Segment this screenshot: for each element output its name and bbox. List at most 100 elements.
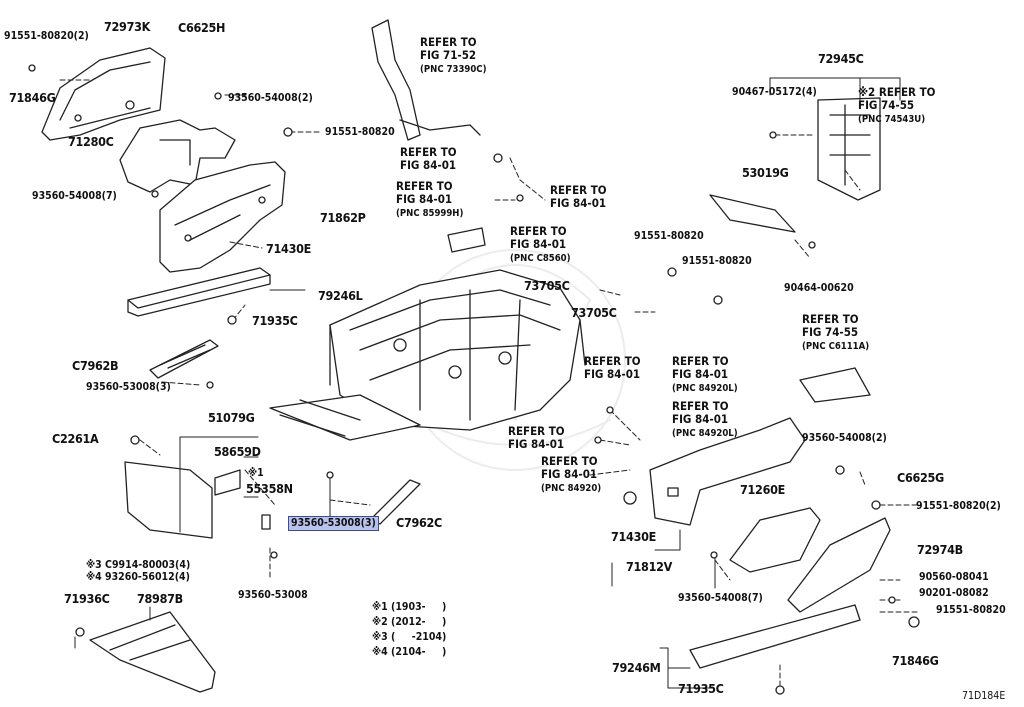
label-93260-56012[interactable]: ※4 93260-56012(4)	[86, 571, 190, 583]
label-C7962C[interactable]: C7962C	[396, 515, 443, 530]
footnote-2: ※2 (2012- )	[372, 616, 447, 628]
part-53019G-bar	[709, 194, 796, 233]
label-90467-05172[interactable]: 90467-05172(4)	[732, 86, 817, 98]
label-91551-80820-a[interactable]: 91551-80820	[325, 126, 395, 138]
label-73705C-b[interactable]: 73705C	[571, 305, 617, 320]
refer-line2: FIG 84-01	[508, 437, 565, 451]
refer-line1: REFER TO	[400, 145, 457, 159]
callout-lines	[74, 77, 901, 689]
part-71862P-cover	[159, 161, 286, 273]
refer-pnc: (PNC C8560)	[510, 253, 571, 264]
label-93560-53008-3-highlighted[interactable]: 93560-53008(3)	[288, 516, 379, 531]
refer-line1: REFER TO	[396, 179, 453, 193]
label-58659D[interactable]: 58659D	[214, 444, 261, 459]
label-C6625G[interactable]: C6625G	[897, 470, 944, 485]
refer-line1: REFER TO	[510, 224, 567, 238]
footnote-4: ※4 (2104- )	[372, 646, 447, 658]
refer-line2: FIG 84-01	[400, 158, 457, 172]
label-93560-54008-2-right[interactable]: 93560-54008(2)	[802, 432, 887, 444]
label-91551-80820-b[interactable]: 91551-80820	[634, 230, 704, 242]
refer-line2: FIG 84-01	[672, 367, 729, 381]
label-91551-80820-c[interactable]: 91551-80820	[682, 255, 752, 267]
label-71430E-top[interactable]: 71430E	[266, 241, 312, 256]
label-71862P[interactable]: 71862P	[320, 210, 366, 225]
label-71936C[interactable]: 71936C	[64, 591, 110, 606]
label-C9914-80003[interactable]: ※3 C9914-80003(4)	[86, 559, 191, 571]
label-55358N[interactable]: 55358N	[246, 481, 293, 496]
label-71935C-bottom[interactable]: 71935C	[678, 681, 724, 696]
refer-line2: FIG 84-01	[550, 196, 607, 210]
seat-frame	[269, 269, 586, 441]
label-71846G-left[interactable]: 71846G	[9, 90, 56, 105]
label-72945C[interactable]: 72945C	[818, 51, 864, 66]
refer-line2: FIG 84-01	[541, 467, 598, 481]
footnotes: ※1 (1903- )※2 (2012- )※3 ( -2104)※4 (210…	[372, 600, 446, 660]
label-90201-08082[interactable]: 90201-08082	[919, 587, 989, 599]
label-71260E[interactable]: 71260E	[740, 482, 786, 497]
label-71846G-right[interactable]: 71846G	[892, 653, 939, 668]
part-51079G-plate	[124, 461, 271, 539]
refer-line1: REFER TO	[541, 454, 598, 468]
label-93560-54008-2-top[interactable]: 93560-54008(2)	[228, 92, 313, 104]
leader-lines	[59, 79, 921, 686]
label-93560-53008-3-left[interactable]: 93560-53008(3)	[86, 381, 171, 393]
refer-line2: FIG 84-01	[672, 412, 729, 426]
refer-pnc: (PNC 73390C)	[420, 64, 487, 75]
label-91551-80820-d[interactable]: 91551-80820	[936, 604, 1006, 616]
label-71812V[interactable]: 71812V	[626, 559, 673, 574]
part-71280C-bracket	[119, 119, 236, 193]
refer-line2: FIG 71-52	[420, 48, 477, 62]
label-79246M[interactable]: 79246M	[612, 660, 661, 675]
refer-line1: REFER TO	[672, 399, 729, 413]
label-71430E-bottom[interactable]: 71430E	[611, 529, 657, 544]
label-71280C[interactable]: 71280C	[68, 134, 114, 149]
label-73705C-a[interactable]: 73705C	[524, 278, 570, 293]
label-90464-00620[interactable]: 90464-00620	[784, 282, 854, 294]
label-93560-53008[interactable]: 93560-53008	[238, 589, 308, 601]
part-73390C-belt	[371, 19, 481, 141]
refer-line1: ※2 REFER TO	[858, 85, 936, 99]
footnote-3: ※3 ( -2104)	[372, 631, 447, 643]
refer-line2: FIG 74-55	[802, 325, 859, 339]
label-53019G[interactable]: 53019G	[742, 165, 789, 180]
refer-line1: REFER TO	[802, 312, 859, 326]
label-C6625H[interactable]: C6625H	[178, 20, 226, 35]
label-78987B[interactable]: 78987B	[137, 591, 183, 606]
refer-line1: REFER TO	[508, 424, 565, 438]
part-79246M-rail	[689, 604, 861, 669]
refer-line1: REFER TO	[584, 354, 641, 368]
refer-pnc: (PNC 84920L)	[672, 428, 738, 439]
label-93560-54008-7-left[interactable]: 93560-54008(7)	[32, 190, 117, 202]
label-79246L[interactable]: 79246L	[318, 288, 363, 303]
refer-line1: REFER TO	[550, 183, 607, 197]
refer-pnc: (PNC 74543U)	[858, 114, 926, 125]
refer-line2: FIG 74-55	[858, 98, 915, 112]
label-90560-08041[interactable]: 90560-08041	[919, 571, 989, 583]
label-C7962B[interactable]: C7962B	[72, 358, 119, 373]
label-C2261A[interactable]: C2261A	[52, 431, 99, 446]
refer-pnc: (PNC 84920)	[541, 483, 602, 494]
label-91551-80820-2-right[interactable]: 91551-80820(2)	[916, 500, 1001, 512]
label-71935C-left[interactable]: 71935C	[252, 313, 298, 328]
label-51079G[interactable]: 51079G	[208, 410, 255, 425]
part-72973K-panel	[41, 47, 166, 141]
label-91551-80820-2-tl[interactable]: 91551-80820(2)	[4, 30, 89, 42]
label-72973K[interactable]: 72973K	[104, 19, 151, 34]
label-55358N-note: ※1	[248, 467, 264, 479]
label-93560-54008-7-bottom[interactable]: 93560-54008(7)	[678, 592, 763, 604]
label-72974B[interactable]: 72974B	[917, 542, 963, 557]
